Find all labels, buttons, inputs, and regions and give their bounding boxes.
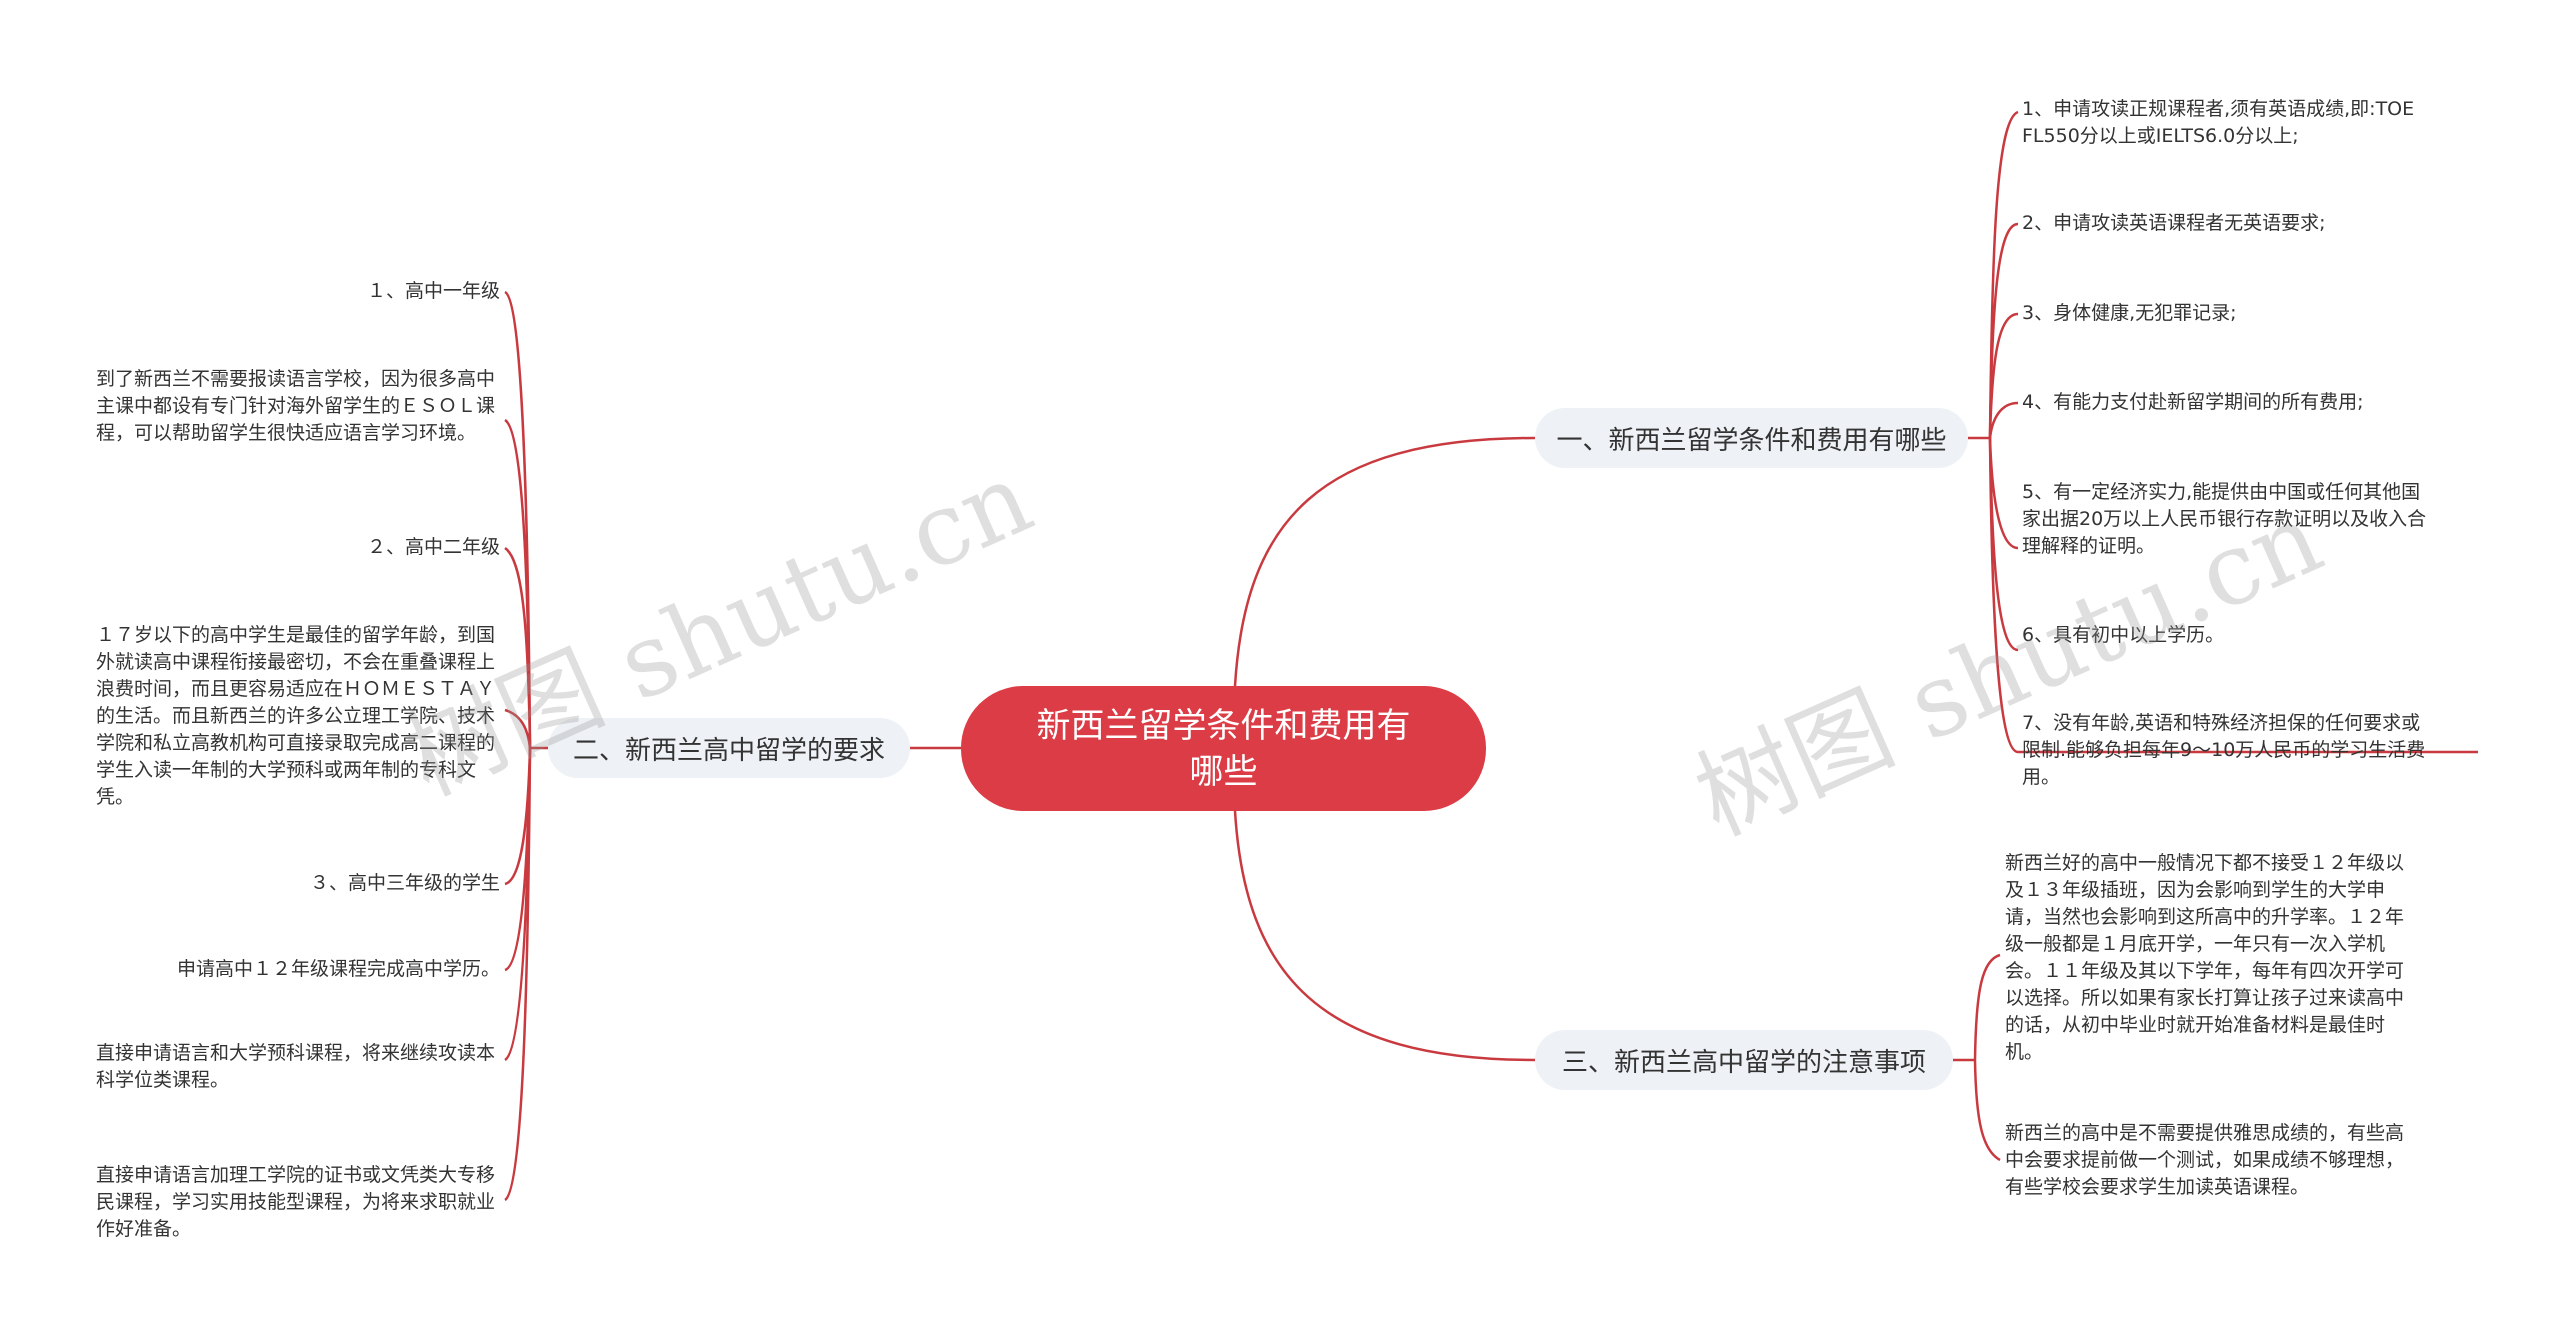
connector-b3-leaf2 <box>1973 1059 2001 1162</box>
leaf-text: 3、身体健康,无犯罪记录; <box>2022 302 2237 324</box>
leaf-text: 直接申请语言和大学预科课程，将来继续攻读本科学位类课程。 <box>96 1042 496 1091</box>
connector-b2-leaf2 <box>504 418 532 749</box>
leaf-text: 1、申请攻读正规课程者,须有英语成绩,即:TOEFL550分以上或IELTS6.… <box>2022 98 2415 147</box>
leaf-requirement-1[interactable]: 1、申请攻读正规课程者,须有英语成绩,即:TOEFL550分以上或IELTS6.… <box>2022 96 2422 150</box>
leaf-text: 到了新西兰不需要报读语言学校，因为很多高中主课中都设有专门针对海外留学生的ＥＳＯ… <box>96 368 496 444</box>
branch-high-school-notes[interactable]: 三、新西兰高中留学的注意事项 <box>1535 1030 1953 1090</box>
leaf-grade-three[interactable]: ３、高中三年级的学生 <box>90 870 500 897</box>
root-topic-label: 新西兰留学条件和费用有哪些 <box>1036 705 1411 792</box>
branch-label: 三、新西兰高中留学的注意事项 <box>1561 1047 1926 1078</box>
branch-label: 一、新西兰留学条件和费用有哪些 <box>1556 425 1947 456</box>
leaf-grade-one-detail[interactable]: 到了新西兰不需要报读语言学校，因为很多高中主课中都设有专门针对海外留学生的ＥＳＯ… <box>96 366 506 447</box>
leaf-grade-two[interactable]: ２、高中二年级 <box>90 534 500 561</box>
branch-label: 二、新西兰高中留学的要求 <box>572 735 885 766</box>
leaf-grade-one[interactable]: １、高中一年级 <box>90 278 500 305</box>
leaf-text: ３、高中三年级的学生 <box>309 872 500 894</box>
leaf-text: 7、没有年龄,英语和特殊经济担保的任何要求或限制.能够负担每年9～10万人民币的… <box>2022 712 2426 788</box>
connector-b2-leaf3 <box>504 546 532 749</box>
connector-b2-leaf1 <box>504 290 532 749</box>
leaf-grade-three-option-2[interactable]: 直接申请语言和大学预科课程，将来继续攻读本科学位类课程。 <box>96 1040 506 1094</box>
leaf-grade-two-detail[interactable]: １７岁以下的高中学生是最佳的留学年龄，到国外就读高中课程衔接最密切，不会在重叠课… <box>96 622 506 811</box>
leaf-grade-three-option-1[interactable]: 申请高中１２年级课程完成高中学历。 <box>90 956 500 983</box>
leaf-text: 2、申请攻读英语课程者无英语要求; <box>2022 212 2326 234</box>
leaf-text: 6、具有初中以上学历。 <box>2022 624 2225 646</box>
leaf-text: 5、有一定经济实力,能提供由中国或任何其他国家出据20万以上人民币银行存款证明以… <box>2022 481 2427 557</box>
leaf-requirement-3[interactable]: 3、身体健康,无犯罪记录; <box>2022 300 2442 327</box>
leaf-text: 4、有能力支付赴新留学期间的所有费用; <box>2022 391 2364 413</box>
leaf-text: 申请高中１２年级课程完成高中学历。 <box>176 958 500 980</box>
leaf-text: １、高中一年级 <box>366 280 500 302</box>
leaf-text: ２、高中二年级 <box>366 536 500 558</box>
leaf-requirement-4[interactable]: 4、有能力支付赴新留学期间的所有费用; <box>2022 389 2442 416</box>
connector-b2-leaf4 <box>504 708 532 749</box>
connector-b1-leaf4 <box>1988 401 2019 439</box>
leaf-text: 新西兰好的高中一般情况下都不接受１２年级以及１３年级插班，因为会影响到学生的大学… <box>2005 852 2405 1063</box>
leaf-requirement-2[interactable]: 2、申请攻读英语课程者无英语要求; <box>2022 210 2442 237</box>
leaf-text: １７岁以下的高中学生是最佳的留学年龄，到国外就读高中课程衔接最密切，不会在重叠课… <box>96 624 496 808</box>
connector-b1-leaf5 <box>1988 437 2019 550</box>
connector-root-b3 <box>1233 810 1536 1062</box>
leaf-text: 直接申请语言加理工学院的证书或文凭类大专移民课程，学习实用技能型课程，为将来求职… <box>96 1164 496 1240</box>
leaf-requirement-7[interactable]: 7、没有年龄,英语和特殊经济担保的任何要求或限制.能够负担每年9～10万人民币的… <box>2022 710 2432 791</box>
connector-b2-leaf8 <box>504 747 532 1202</box>
connector-b3-leaf1 <box>1973 953 2001 1061</box>
connector-root-b1 <box>1233 436 1536 687</box>
root-topic[interactable]: 新西兰留学条件和费用有哪些 <box>961 686 1486 811</box>
connector-b1-leaf1 <box>1988 110 2019 439</box>
leaf-requirement-5[interactable]: 5、有一定经济实力,能提供由中国或任何其他国家出据20万以上人民币银行存款证明以… <box>2022 479 2432 560</box>
connector-b1-leaf7 <box>1988 437 2478 754</box>
branch-requirements-costs[interactable]: 一、新西兰留学条件和费用有哪些 <box>1535 408 1968 468</box>
leaf-requirement-6[interactable]: 6、具有初中以上学历。 <box>2022 622 2442 649</box>
connector-b1-leaf3 <box>1988 312 2019 439</box>
leaf-text: 新西兰的高中是不需要提供雅思成绩的，有些高中会要求提前做一个测试，如果成绩不够理… <box>2005 1122 2405 1198</box>
leaf-grade-three-option-3[interactable]: 直接申请语言加理工学院的证书或文凭类大专移民课程，学习实用技能型课程，为将来求职… <box>96 1162 506 1243</box>
leaf-note-2[interactable]: 新西兰的高中是不需要提供雅思成绩的，有些高中会要求提前做一个测试，如果成绩不够理… <box>2005 1120 2413 1201</box>
leaf-note-1[interactable]: 新西兰好的高中一般情况下都不接受１２年级以及１３年级插班，因为会影响到学生的大学… <box>2005 850 2413 1066</box>
branch-high-school-requirements[interactable]: 二、新西兰高中留学的要求 <box>548 718 910 778</box>
